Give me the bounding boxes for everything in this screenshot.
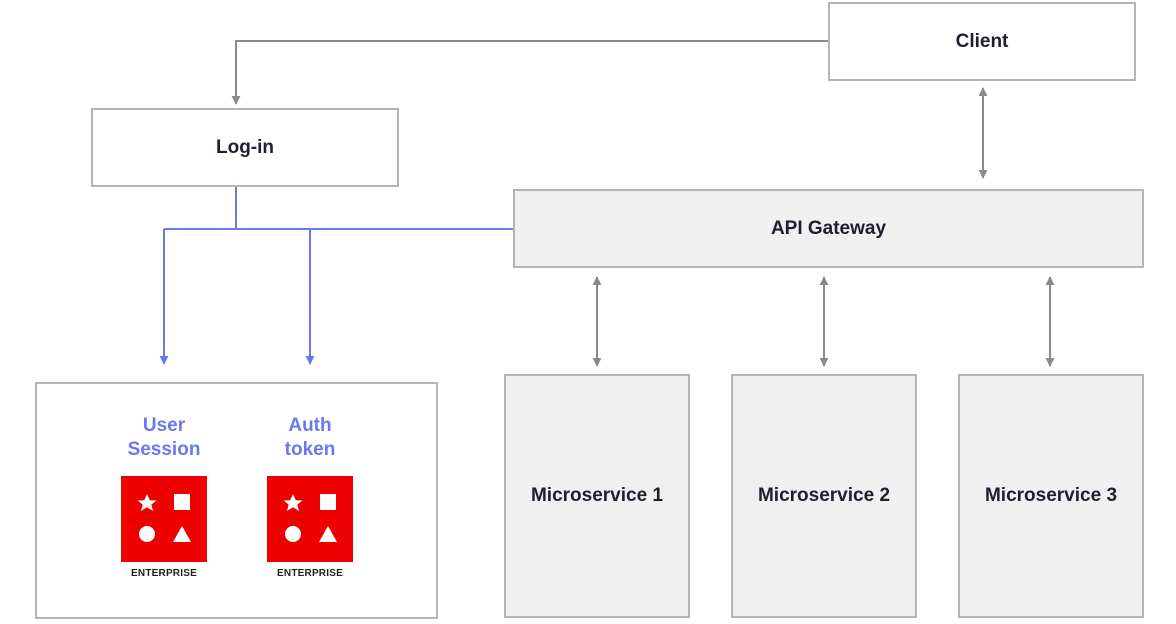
login-box: Log-in	[91, 108, 399, 187]
client-to-login-arrow	[231, 40, 828, 105]
auth-token-title-line2: token	[284, 439, 336, 460]
api-gateway-label: API Gateway	[770, 217, 887, 239]
user-session-title: User Session	[128, 414, 201, 462]
red-hat-enterprise-logo-icon	[267, 476, 353, 562]
red-hat-enterprise-logo-icon	[121, 476, 207, 562]
session-store-box	[35, 382, 438, 619]
microservice-1-label: Microservice 1	[530, 485, 664, 506]
auth-token-title: Auth token	[285, 414, 336, 462]
api-gateway-box: API Gateway	[513, 189, 1144, 268]
microservice-3-box: Microservice 3	[958, 374, 1144, 618]
microservice-1-box: Microservice 1	[504, 374, 690, 618]
auth-token-store: Auth token ENTERPRISE	[250, 414, 370, 579]
auth-token-title-line1: Auth	[288, 415, 332, 436]
microservice-3-label: Microservice 3	[984, 485, 1118, 506]
client-label: Client	[955, 30, 1009, 52]
microservice-2-box: Microservice 2	[731, 374, 917, 618]
user-session-title-line1: User	[142, 415, 186, 436]
enterprise-badge: ENTERPRISE	[277, 568, 343, 579]
user-session-title-line2: Session	[127, 439, 201, 460]
client-box: Client	[828, 2, 1136, 81]
enterprise-badge: ENTERPRISE	[131, 568, 197, 579]
microservice-2-label: Microservice 2	[757, 485, 891, 506]
user-session-store: User Session ENTERPRISE	[104, 414, 224, 579]
login-label: Log-in	[215, 136, 275, 158]
